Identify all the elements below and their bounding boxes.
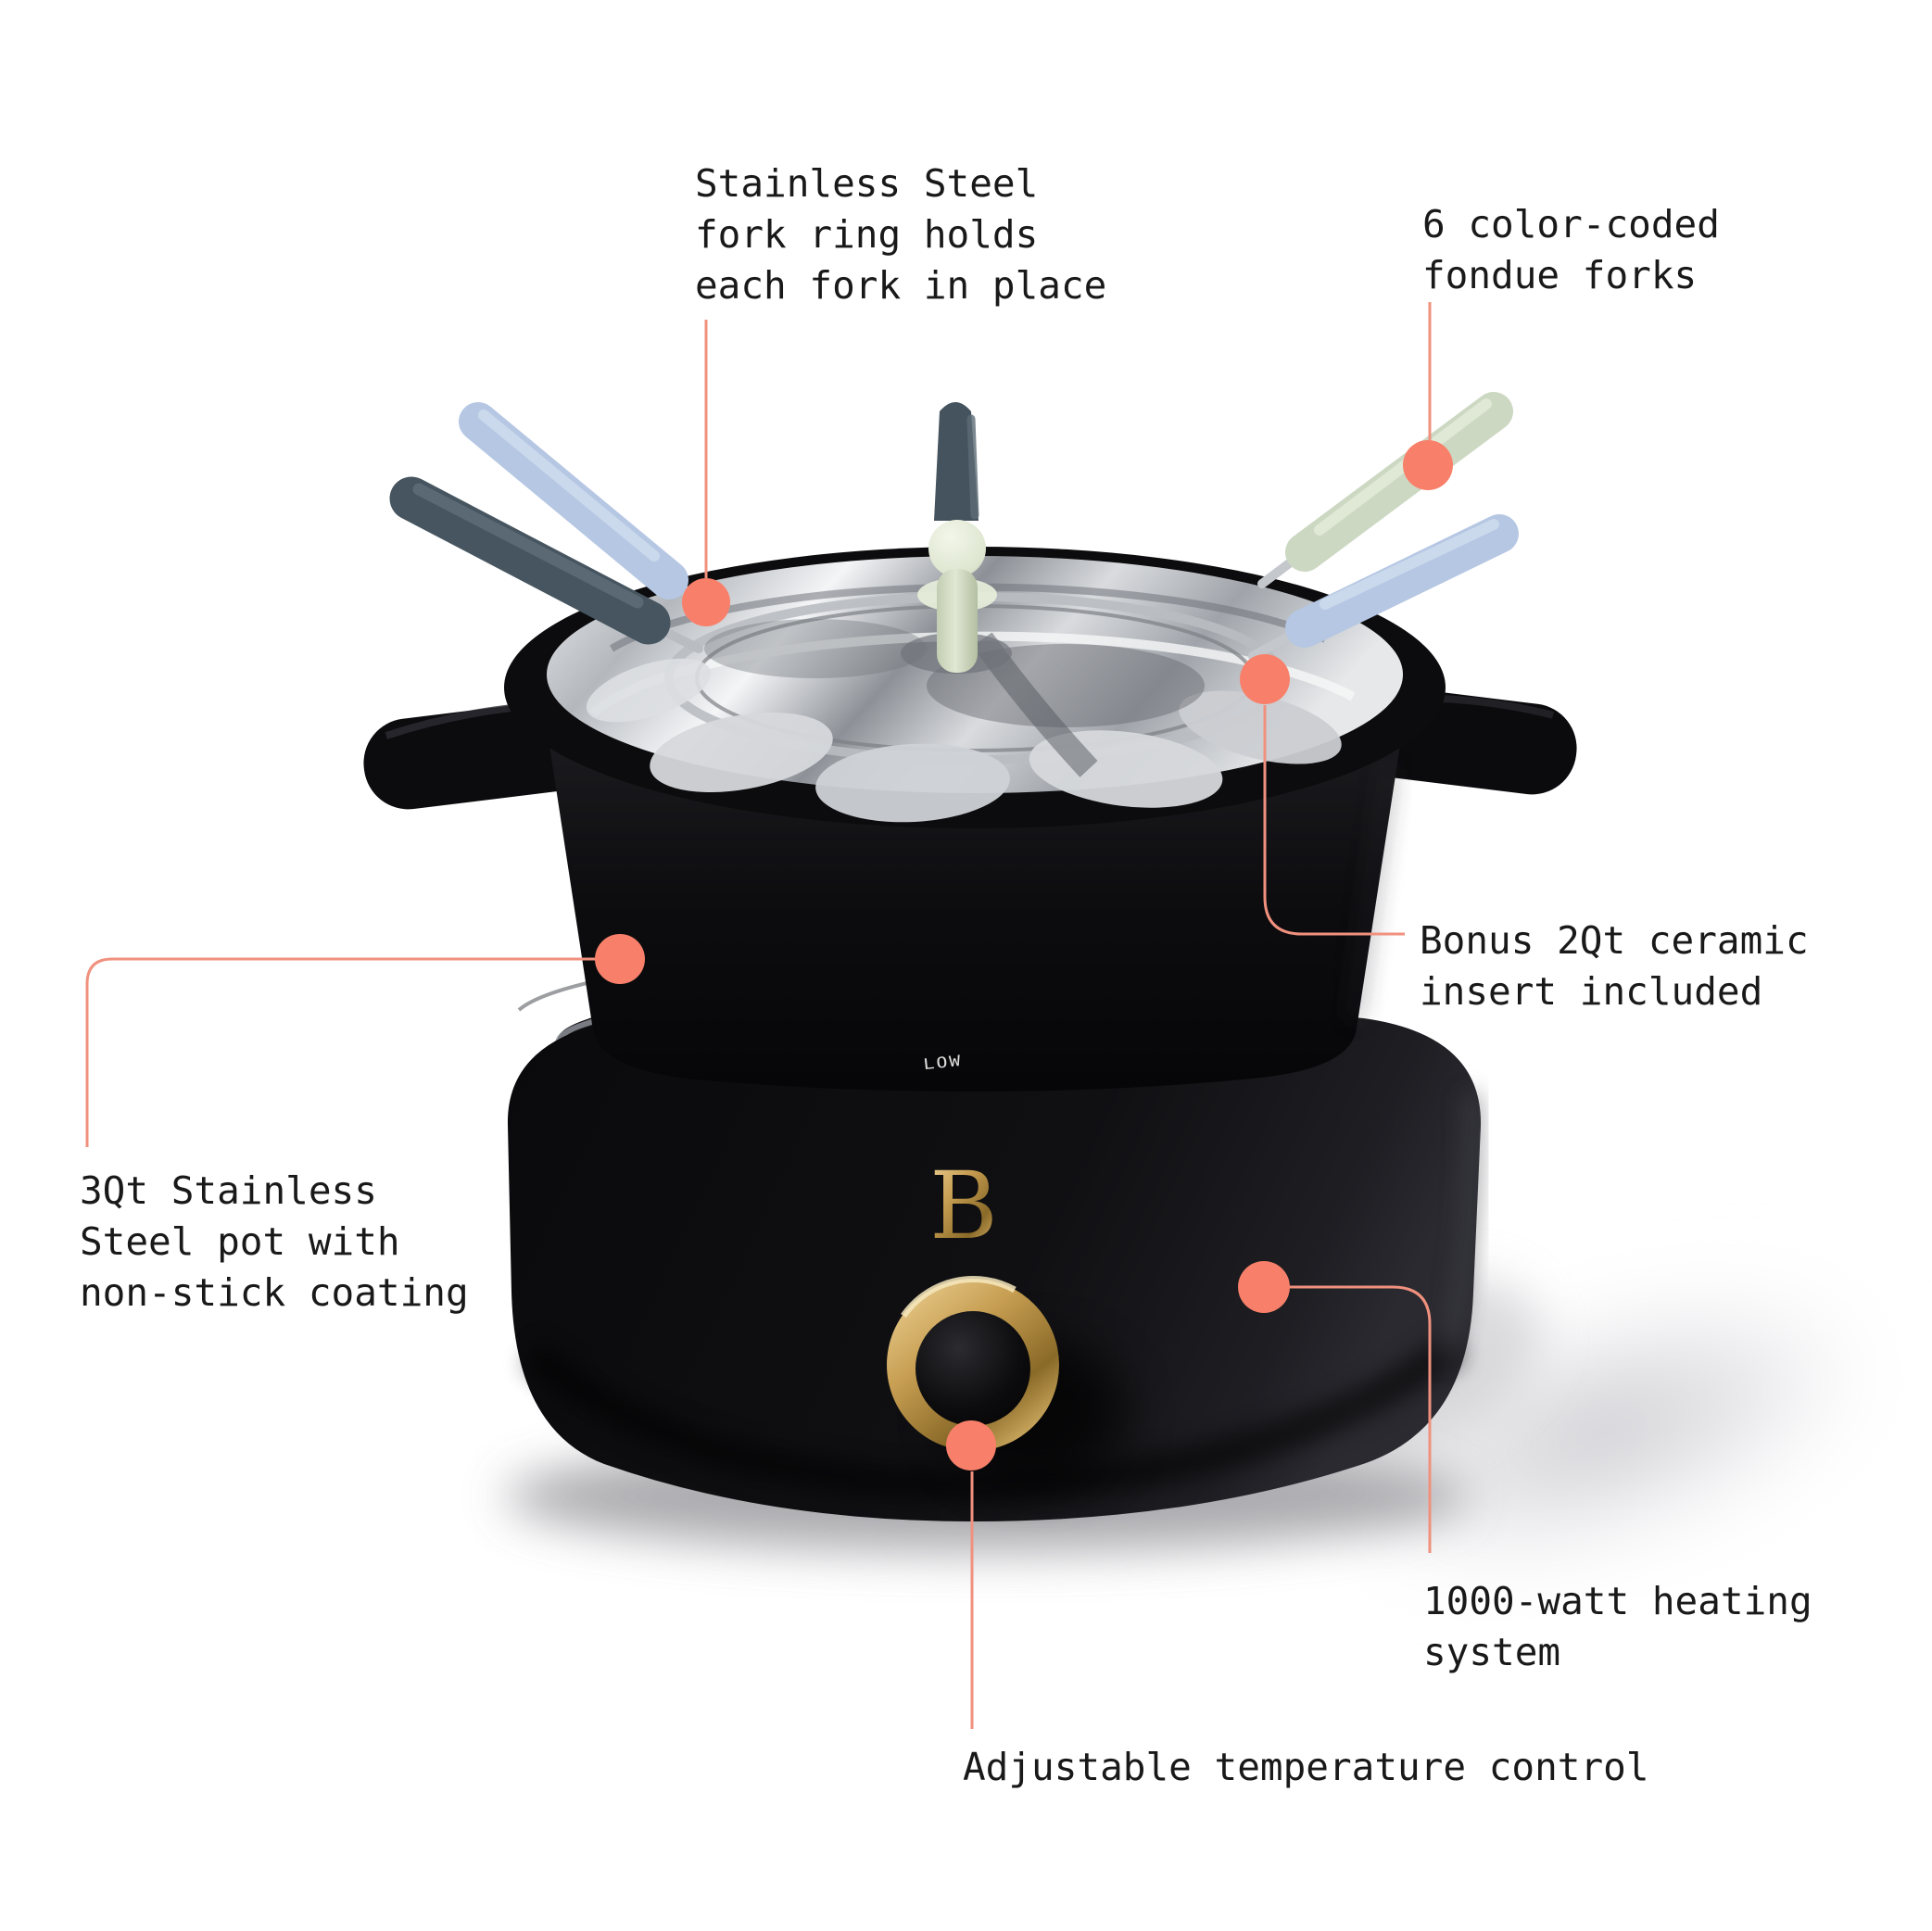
fork-blue-left bbox=[459, 402, 688, 599]
callout-label-ceramic-insert: Bonus 2Qt ceramic insert included bbox=[1420, 918, 1809, 1014]
fondue-forks bbox=[389, 392, 1519, 673]
callout-label-heating: 1000-watt heating system bbox=[1423, 1579, 1812, 1674]
fork-slate-center bbox=[934, 402, 979, 521]
callout-label-temperature: Adjustable temperature control bbox=[963, 1745, 1649, 1789]
callout-label-fork-ring: Stainless Steel fork ring holds each for… bbox=[695, 161, 1107, 308]
controls: LOW B bbox=[887, 1053, 1127, 1485]
brand-logo: B bbox=[929, 1152, 998, 1260]
knob-setting-label: LOW bbox=[923, 1053, 964, 1074]
callout-dot-ceramic-insert bbox=[1240, 654, 1290, 704]
temperature-knob bbox=[915, 1311, 1030, 1426]
callout-dots bbox=[595, 440, 1453, 1470]
base-right-highlight bbox=[1438, 1092, 1480, 1364]
fork-sage-right bbox=[1285, 392, 1513, 572]
callout-dot-temperature bbox=[946, 1420, 996, 1470]
callout-label-fondue-forks: 6 color-coded fondue forks bbox=[1422, 202, 1720, 297]
callout-dot-pot bbox=[595, 934, 645, 984]
callout-line-ceramic-insert bbox=[1263, 705, 1405, 936]
callout-dot-fork-ring bbox=[682, 578, 730, 626]
pot-body bbox=[549, 739, 1401, 1092]
fork-sage-center-ball bbox=[928, 520, 986, 577]
fork-slate-left bbox=[389, 476, 671, 645]
callout-dot-fondue-forks bbox=[1403, 440, 1453, 490]
base-bottom-lip bbox=[522, 1332, 1466, 1503]
callout-label-pot: 3Qt Stainless Steel pot with non-stick c… bbox=[80, 1168, 469, 1315]
fork-blue-right bbox=[1285, 514, 1519, 648]
callout-dot-heating bbox=[1238, 1261, 1290, 1313]
fork-sage-center bbox=[937, 569, 978, 673]
callout-line-pot bbox=[85, 957, 596, 1147]
callout-line-heating bbox=[1290, 1285, 1432, 1553]
heating-base bbox=[507, 1003, 1482, 1521]
callout-connectors bbox=[85, 302, 1432, 1729]
